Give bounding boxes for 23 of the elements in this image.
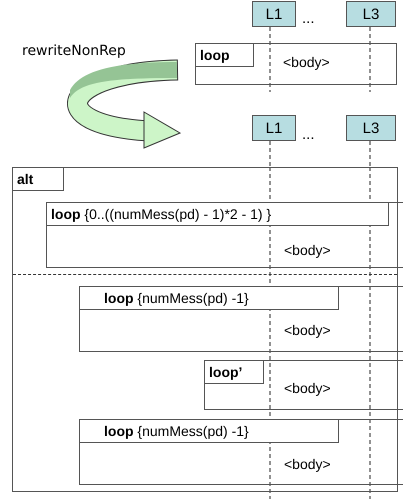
fragment-frame <box>195 43 397 85</box>
fragment-operator: loop {numMess(pd) -1} <box>79 286 339 310</box>
ellipsis: ... <box>302 10 315 27</box>
fragment-operator: alt <box>12 167 64 191</box>
fragment-frame <box>204 360 403 410</box>
fragment-body: <body> <box>284 322 331 338</box>
fragment-body: <body> <box>284 242 331 258</box>
fragment-body: <body> <box>284 456 331 472</box>
fragment-operator: loop {numMess(pd) -1} <box>79 419 339 443</box>
fragment-frame <box>46 202 403 268</box>
fragment-operator: loop {0..((numMess(pd) - 1)*2 - 1) } <box>46 202 389 226</box>
lifeline-head: L3 <box>346 1 396 27</box>
lifeline-head: L3 <box>346 115 396 141</box>
fragment-operator: loop <box>195 43 254 67</box>
ellipsis: ... <box>302 126 315 143</box>
lifeline-head: L1 <box>252 1 296 27</box>
fragment-frame <box>79 286 403 352</box>
fragment-operator: loop’ <box>204 360 264 384</box>
transformation-label: rewriteNonRep <box>22 43 126 59</box>
fragment-body: <body> <box>283 54 330 70</box>
fragment-body: <body> <box>284 380 331 396</box>
lifeline-head: L1 <box>252 115 296 141</box>
fragment-frame <box>79 419 403 485</box>
